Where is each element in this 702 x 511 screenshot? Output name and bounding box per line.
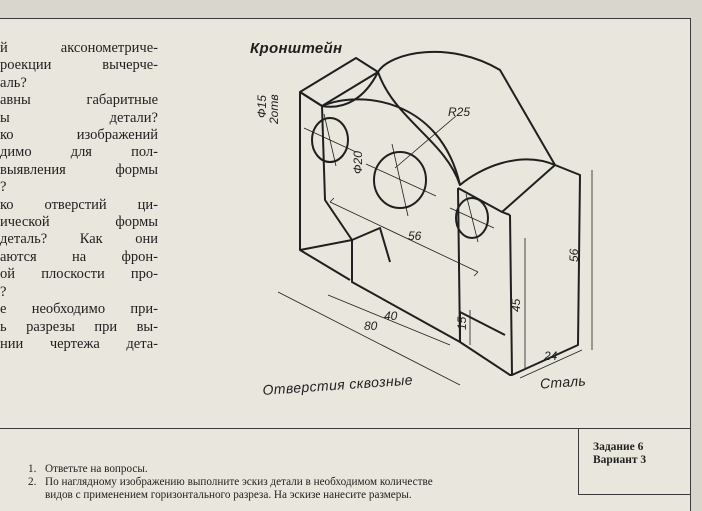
question-line: ? (0, 283, 7, 300)
dim-hole-small-dia: Ф15 (255, 95, 269, 118)
dim-base-height: 15 (455, 316, 469, 330)
arch-front (321, 98, 461, 186)
dim-step-height: 45 (509, 298, 523, 312)
drawing-title: Кронштейн (250, 40, 343, 57)
task-number: 2. (28, 476, 37, 488)
question-line: аются на фрон- (0, 248, 158, 265)
task-text: Ответьте на вопросы. (45, 463, 148, 475)
dim-height: 56 (567, 248, 581, 262)
question-line: деталь? Как они (0, 231, 158, 248)
question-line: роекции вычерче- (0, 57, 158, 74)
dim-hole-small-count: 2отв (267, 94, 281, 125)
question-line: авны габаритные (0, 92, 158, 109)
right-hole (455, 197, 489, 239)
dim-depth: 24 (543, 349, 558, 363)
question-line: ь разрезы при вы- (0, 318, 158, 335)
dim-notch-width: 40 (384, 309, 398, 323)
assignment-label: Задание 6 (593, 441, 644, 453)
task-list: 1. Ответьте на вопросы. 2. По наглядному из… (28, 463, 548, 502)
dim-length: 80 (364, 319, 378, 333)
question-line: ы детали? (0, 109, 158, 126)
variant-label: Вариант 3 (593, 454, 647, 466)
front-face (299, 91, 461, 343)
questions-text: й аксонометриче-роекции вычерче-аль?авны… (0, 40, 158, 353)
dim-radius: R25 (448, 105, 470, 119)
task-row: видов с применением горизонтального разр… (28, 489, 548, 502)
footer: 1. Ответьте на вопросы. 2. По наглядному из… (0, 428, 690, 511)
question-line: нии чертежа дета- (0, 335, 158, 352)
task-text: видов с применением горизонтального разр… (45, 489, 412, 501)
center-hole (373, 151, 427, 209)
left-hole (311, 117, 349, 163)
question-line: димо для пол- (0, 144, 158, 161)
task-row: 1. Ответьте на вопросы. (28, 463, 548, 476)
question-line: ко изображений (0, 127, 158, 144)
dim-width: 56 (408, 229, 422, 243)
right-block (457, 164, 581, 376)
material-label: Сталь (539, 372, 587, 392)
isometric-drawing: Ф15 2отв Ф20 R25 56 56 45 15 40 80 24 (255, 50, 593, 386)
assignment-box: Задание 6 Вариант 3 (578, 429, 690, 495)
question-line: ко отверстий ци- (0, 196, 158, 213)
question-line: ической формы (0, 214, 158, 231)
question-line: й аксонометриче- (0, 40, 158, 56)
question-line: ? (0, 179, 7, 196)
task-number: 1. (28, 463, 37, 475)
dim-hole-big-dia: Ф20 (351, 151, 365, 174)
task-row: 2. По наглядному изображению выполните эс… (28, 476, 548, 489)
question-line: ой плоскости про- (0, 266, 158, 283)
question-line: выявления формы (0, 161, 158, 178)
question-line: е необходимо при- (0, 301, 158, 318)
task-text: По наглядному изображению выполните эски… (45, 476, 433, 488)
question-line: аль? (0, 74, 27, 91)
arch-outline (377, 50, 556, 186)
